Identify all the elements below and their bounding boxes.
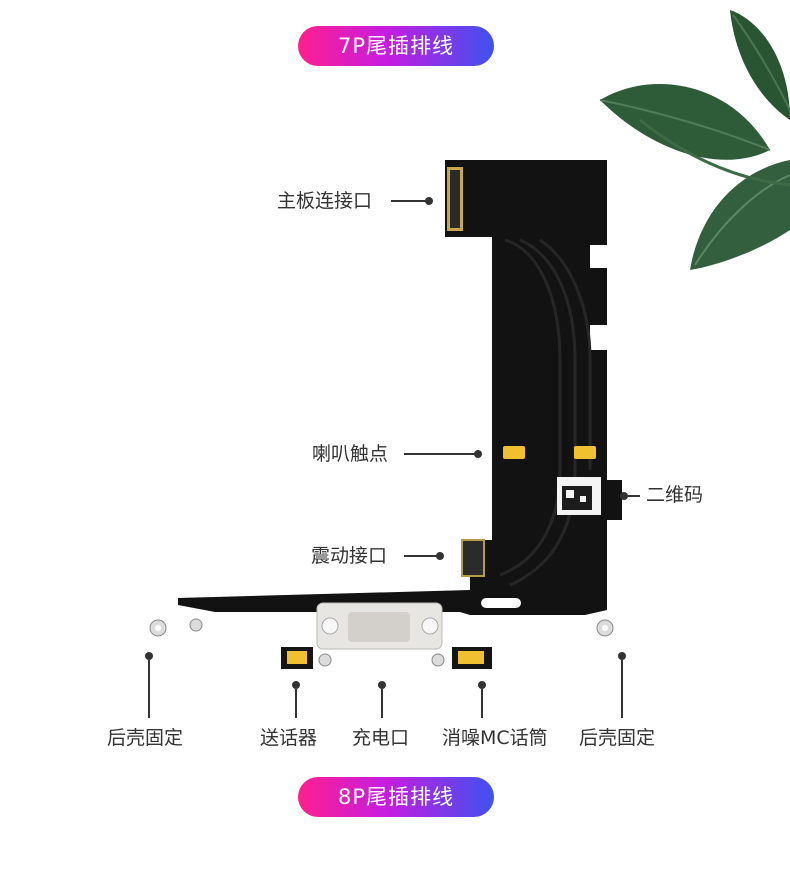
callout-line — [148, 660, 150, 718]
callout-vibration-connector: 震动接口 — [311, 545, 388, 567]
callout-line — [404, 555, 438, 557]
decorative-leaf-icon — [599, 10, 790, 270]
banner-7p-dock-flex: 7P尾插排线 — [298, 26, 494, 66]
callout-dot-icon — [292, 681, 300, 689]
callout-dot-icon — [436, 552, 444, 560]
callout-line — [391, 200, 427, 202]
callout-dot-icon — [425, 197, 433, 205]
callout-mainboard-connector: 主板连接口 — [277, 190, 373, 212]
callout-rear-fix-left: 后壳固定 — [107, 727, 184, 749]
callout-speaker-contact: 喇叭触点 — [312, 443, 389, 465]
callout-line — [295, 689, 297, 718]
callout-line — [481, 689, 483, 718]
callout-line — [626, 495, 640, 497]
callout-noise-cancel-mic: 消噪MC话筒 — [442, 727, 548, 749]
callout-microphone: 送话器 — [260, 727, 318, 749]
callout-line — [381, 689, 383, 718]
callout-line — [404, 453, 476, 455]
callout-dot-icon — [145, 652, 153, 660]
dock-flex-cable — [149, 160, 622, 669]
callout-dot-icon — [620, 492, 628, 500]
callout-dot-icon — [378, 681, 386, 689]
callout-qr-code: 二维码 — [646, 484, 704, 506]
callout-rear-fix-right: 后壳固定 — [579, 727, 656, 749]
callout-line — [621, 660, 623, 718]
callout-dot-icon — [474, 450, 482, 458]
callout-charging-port: 充电口 — [352, 727, 410, 749]
callout-dot-icon — [478, 681, 486, 689]
callout-dot-icon — [618, 652, 626, 660]
banner-8p-dock-flex: 8P尾插排线 — [298, 777, 494, 817]
